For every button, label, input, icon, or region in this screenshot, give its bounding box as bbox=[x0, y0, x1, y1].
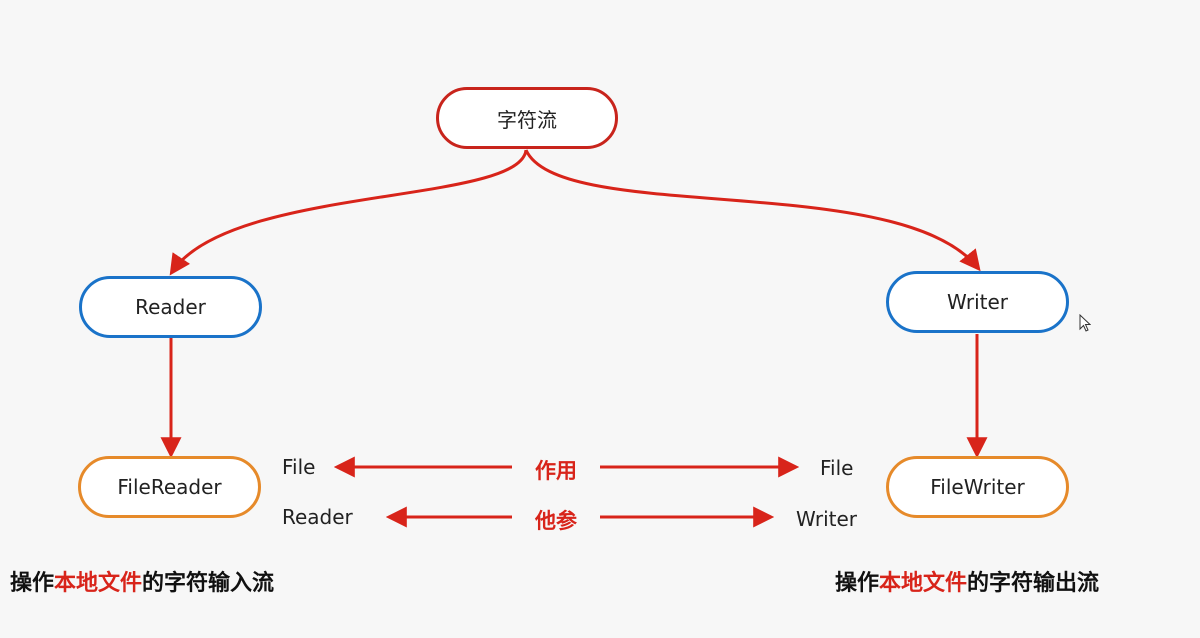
label-right-file: File bbox=[820, 456, 854, 480]
node-writer-label: Writer bbox=[946, 290, 1009, 314]
label-middle-other: 他参 bbox=[535, 509, 577, 533]
arrow-root-to-reader bbox=[169, 149, 528, 276]
caption-right-highlight: 本地文件 bbox=[879, 571, 968, 596]
mouse-pointer-icon bbox=[1079, 314, 1091, 332]
caption-right: 操作本地文件的字符输出流 bbox=[835, 565, 1099, 597]
node-reader: Reader bbox=[79, 276, 262, 338]
arrow-root-to-writer bbox=[524, 149, 981, 272]
label-right-writer: Writer bbox=[796, 507, 858, 531]
caption-right-prefix: 操作 bbox=[835, 571, 880, 596]
caption-left: 操作本地文件的字符输入流 bbox=[10, 565, 274, 597]
node-char-stream-label: 字符流 bbox=[497, 107, 557, 132]
label-left-reader: Reader bbox=[282, 505, 353, 529]
node-reader-label: Reader bbox=[135, 295, 206, 319]
caption-left-suffix: 的字符输入流 bbox=[142, 571, 275, 596]
node-filereader-label: FileReader bbox=[117, 475, 222, 499]
caption-right-suffix: 的字符输出流 bbox=[967, 571, 1100, 596]
node-char-stream: 字符流 bbox=[436, 87, 618, 149]
node-filewriter-label: FileWriter bbox=[930, 475, 1025, 499]
node-writer: Writer bbox=[886, 271, 1069, 333]
label-middle-purpose: 作用 bbox=[535, 459, 577, 483]
caption-left-prefix: 操作 bbox=[10, 571, 55, 596]
caption-left-highlight: 本地文件 bbox=[54, 571, 143, 596]
label-left-file: File bbox=[282, 455, 316, 479]
node-filewriter: FileWriter bbox=[886, 456, 1069, 518]
node-filereader: FileReader bbox=[78, 456, 261, 518]
